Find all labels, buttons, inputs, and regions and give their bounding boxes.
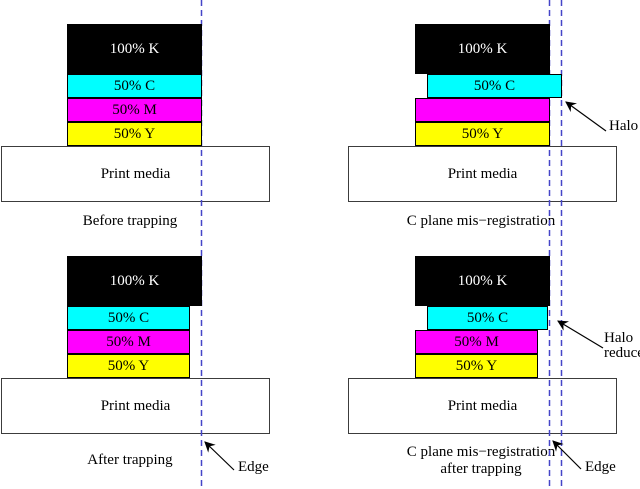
edge-label: Edge	[585, 459, 616, 475]
bar-100k: 100% K	[415, 24, 550, 74]
bar-50y-trapped: 50% Y	[415, 354, 538, 378]
bar-50y: 50% Y	[415, 122, 550, 146]
halo-arrow	[565, 101, 607, 132]
bar-100k: 100% K	[67, 256, 202, 306]
bar-50c-shifted: 50% C	[427, 74, 562, 98]
panel-caption: C plane mis−registration	[406, 213, 556, 229]
bar-50m-trapped: 50% M	[415, 330, 538, 354]
bar-100k: 100% K	[415, 256, 550, 306]
panel-caption: C plane mis−registration after trapping	[381, 444, 581, 478]
bar-50y: 50% Y	[67, 122, 202, 146]
print-media-box: Print media	[1, 146, 270, 202]
bar-50c: 50% C	[67, 74, 202, 98]
bar-50c-trapped: 50% C	[67, 306, 190, 330]
halo-reduced-label: Halo reduced	[604, 331, 640, 361]
halo-reduced-line-1: Halo	[604, 330, 634, 346]
panel-caption: Before trapping	[82, 213, 178, 229]
caption-line-2: after trapping	[440, 461, 522, 477]
halo-label: Halo	[609, 118, 639, 134]
halo-reduced-arrow	[557, 320, 604, 349]
bar-50m: 50% M	[67, 98, 202, 122]
bar-50y-trapped: 50% Y	[67, 354, 190, 378]
edge-label: Edge	[238, 459, 269, 475]
bar-50m	[415, 98, 550, 122]
print-media-box: Print media	[1, 378, 270, 434]
print-media-box: Print media	[348, 146, 617, 202]
bar-100k: 100% K	[67, 24, 202, 74]
bar-50m-trapped: 50% M	[67, 330, 190, 354]
panel-caption: After trapping	[87, 452, 173, 468]
halo-reduced-line-2: reduced	[604, 345, 640, 361]
print-media-box: Print media	[348, 378, 617, 434]
caption-line-1: C plane mis−registration	[406, 444, 556, 460]
bar-50c-trapped-shifted: 50% C	[427, 306, 548, 330]
